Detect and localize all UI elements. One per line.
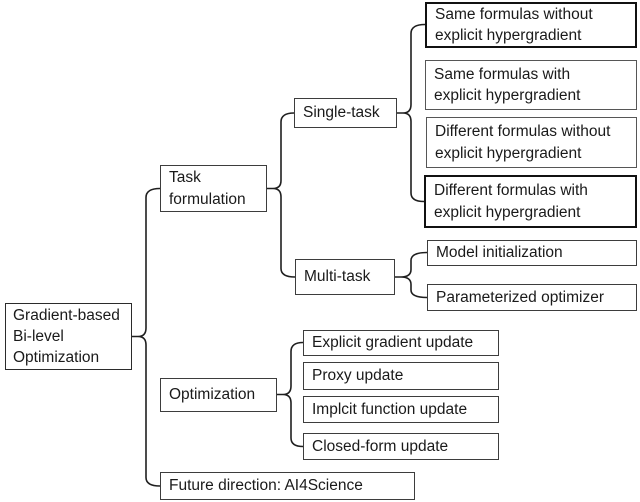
node-task-formulation: Task formulation (160, 165, 267, 212)
node-model-initialization: Model initialization (427, 240, 637, 266)
node-future-direction-ai4science: Future direction: AI4Science (160, 472, 415, 500)
node-optimization: Optimization (160, 378, 277, 412)
node-explicit-gradient-update: Explicit gradient update (303, 330, 499, 356)
node-different-formulas-with-explicit-hypergradient: Different formulas with explicit hypergr… (424, 175, 637, 228)
node-different-formulas-without-explicit-hypergradient: Different formulas without explicit hype… (426, 117, 637, 168)
connector-optimization-children (276, 341, 304, 448)
connector-task-formulation-children (266, 112, 296, 278)
node-same-formulas-without-explicit-hypergradient: Same formulas without explicit hypergrad… (425, 2, 637, 48)
node-multi-task: Multi-task (295, 259, 395, 295)
connector-single-task-children (396, 23, 426, 203)
node-implicit-function-update: Implcit function update (303, 396, 499, 423)
node-closed-form-update: Closed-form update (303, 433, 499, 460)
node-proxy-update: Proxy update (303, 362, 499, 390)
connector-multi-task-children (394, 251, 428, 299)
node-single-task: Single-task (294, 98, 397, 128)
node-same-formulas-with-explicit-hypergradient: Same formulas with explicit hypergradien… (425, 60, 637, 110)
node-root: Gradient-based Bi-level Optimization (5, 303, 132, 370)
connector-root-children (131, 187, 161, 487)
node-parameterized-optimizer: Parameterized optimizer (427, 284, 637, 311)
